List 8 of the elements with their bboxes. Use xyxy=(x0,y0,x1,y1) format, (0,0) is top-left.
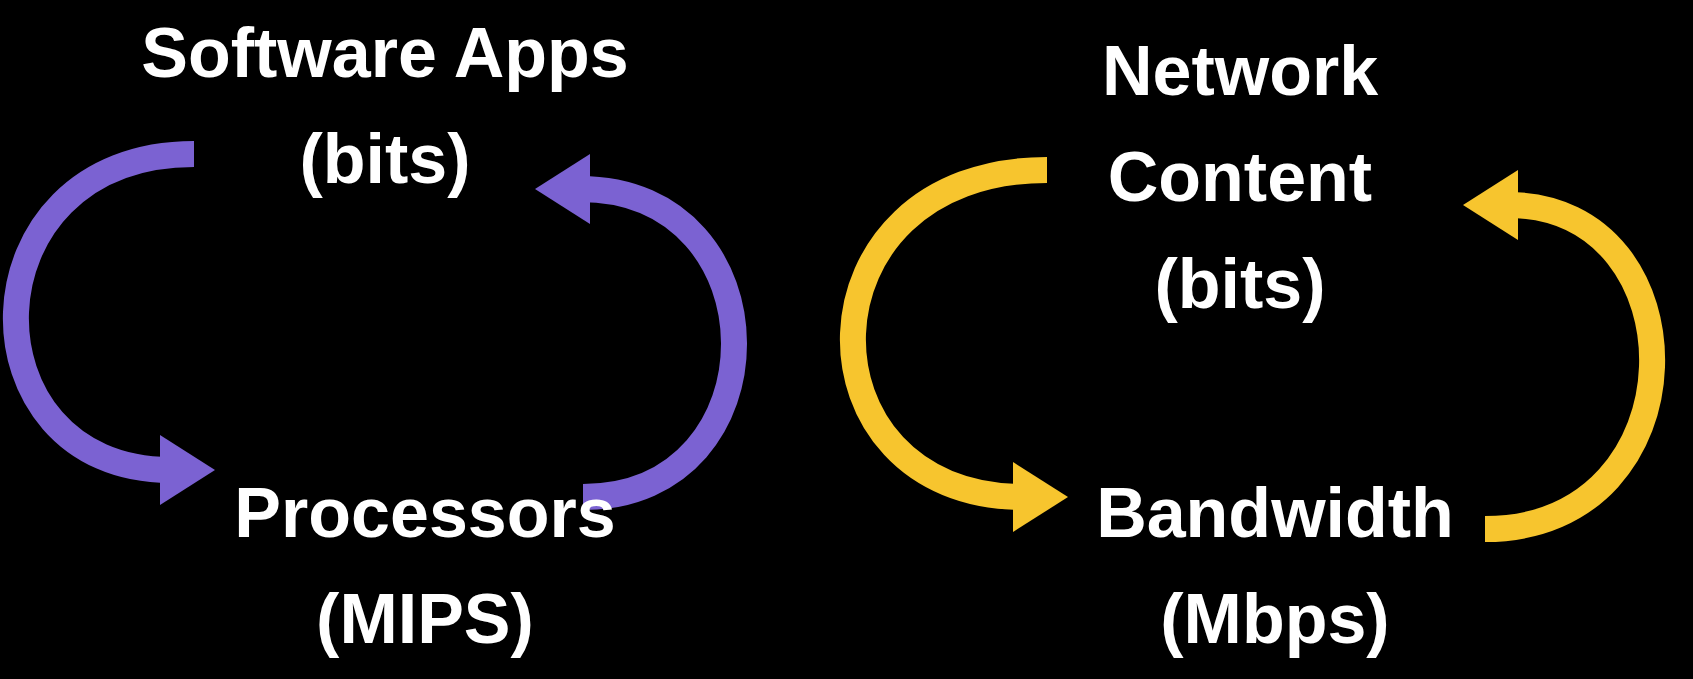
curved-arrow xyxy=(840,157,1068,531)
curved-arrow xyxy=(535,155,747,510)
node-label: Bandwidth (Mbps) xyxy=(1060,460,1490,673)
node-label: Processors (MIPS) xyxy=(135,460,715,673)
curved-arrow xyxy=(3,141,215,504)
curved-arrow xyxy=(1463,171,1665,542)
node-label: Network Content (bits) xyxy=(1070,18,1410,338)
node-label: Software Apps (bits) xyxy=(95,0,675,213)
